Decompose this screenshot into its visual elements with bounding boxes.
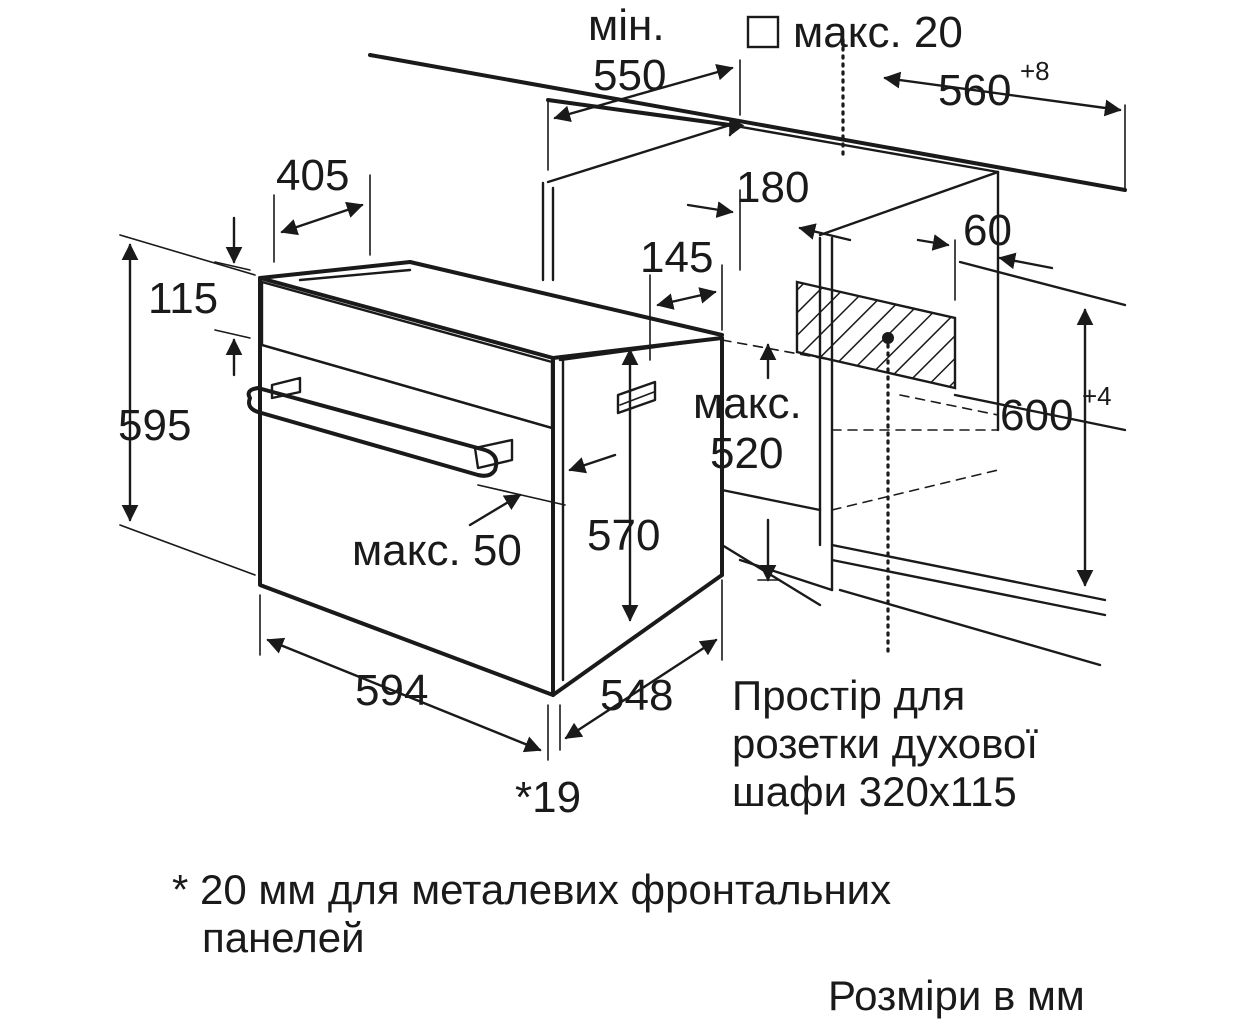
socket-space-line-3: шафи 320x115 <box>732 768 1017 815</box>
label-560-tol: +8 <box>1020 56 1050 86</box>
label-570: 570 <box>587 511 660 560</box>
label-145: 145 <box>640 233 713 282</box>
label-595: 595 <box>118 401 191 450</box>
label-600-tol: +4 <box>1082 381 1112 411</box>
label-550: 550 <box>593 51 666 100</box>
label-min: мін. <box>588 1 665 50</box>
label-405: 405 <box>276 151 349 200</box>
kitchen-niche <box>368 38 1127 667</box>
units-note: Розміри в мм <box>828 972 1085 1019</box>
label-180: 180 <box>736 163 809 212</box>
socket-space-line-1: Простір для <box>732 672 966 719</box>
footnote: * 20 мм для металевих фронтальних панеле… <box>172 866 891 962</box>
oven-body <box>246 260 724 697</box>
socket-space-line-2: розетки духової <box>732 720 1038 767</box>
socket-space-note: Простір для розетки духової шафи 320x115 <box>732 672 1038 816</box>
label-19: *19 <box>515 773 581 822</box>
footnote-line-2: панелей <box>202 914 365 961</box>
label-max50: макс. 50 <box>352 526 522 575</box>
label-520: 520 <box>710 429 783 478</box>
footnote-line-1: * 20 мм для металевих фронтальних <box>172 866 892 913</box>
label-max: макс. <box>693 379 802 428</box>
label-548: 548 <box>600 671 673 720</box>
dimension-labels: мін. 550 макс. 20 560 +8 405 180 60 145 … <box>118 1 1112 822</box>
label-594: 594 <box>355 666 428 715</box>
label-600: 600 <box>1000 391 1073 440</box>
label-115: 115 <box>148 274 218 323</box>
square-symbol-icon <box>746 15 780 49</box>
dimension-lines <box>119 59 1126 761</box>
label-60: 60 <box>963 206 1012 255</box>
label-max20: макс. 20 <box>793 8 963 57</box>
label-560: 560 <box>938 66 1011 115</box>
